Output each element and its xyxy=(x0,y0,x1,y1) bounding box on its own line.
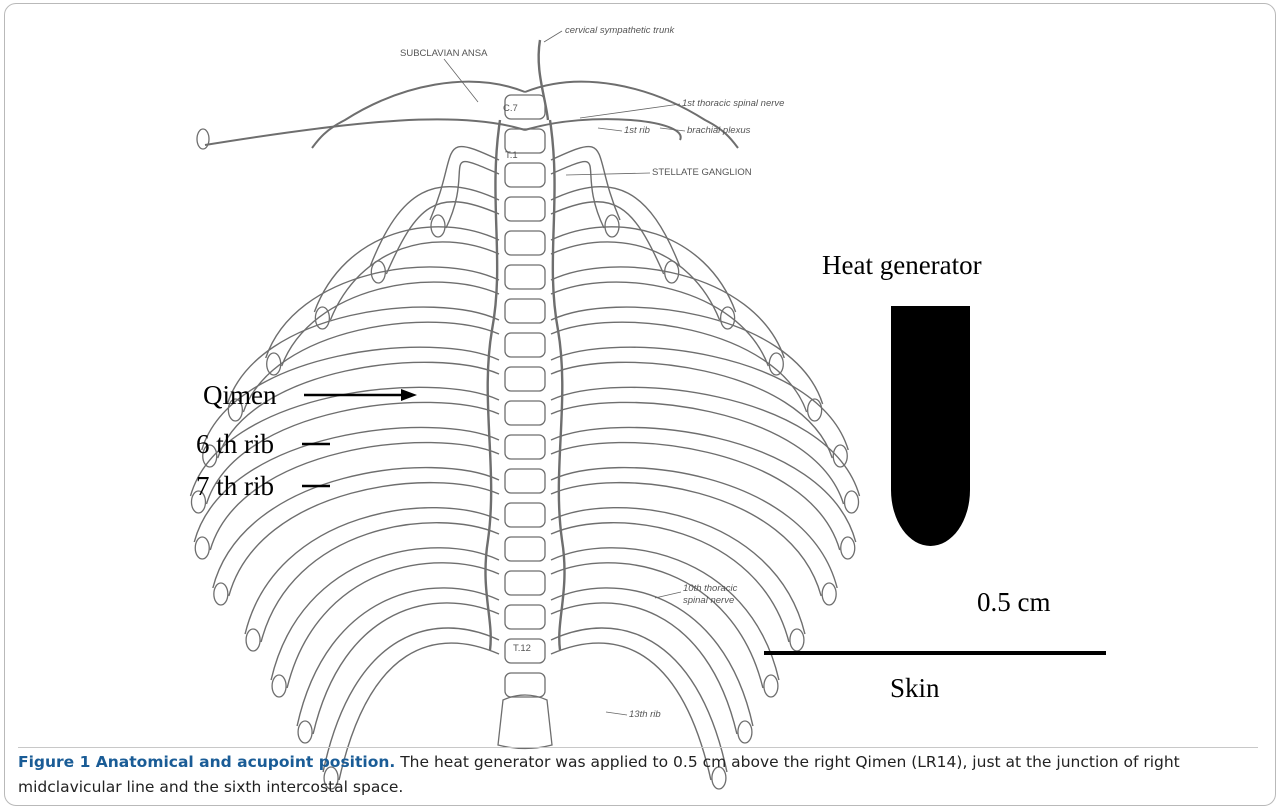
leader-thirteenth-rib xyxy=(606,712,627,715)
rib-end xyxy=(738,721,752,743)
ribcage-drawing xyxy=(190,40,859,789)
rib-end xyxy=(841,537,855,559)
first-rib-left xyxy=(205,119,525,145)
label-tenth-nerve-1: 10th thoracic xyxy=(683,583,738,594)
rib-right xyxy=(551,548,779,680)
vertebra xyxy=(505,333,545,357)
rib-left xyxy=(245,508,499,634)
leader-cervical-trunk xyxy=(544,31,562,42)
vertebra xyxy=(505,265,545,289)
rib-right-edge xyxy=(551,563,763,688)
leader-tenth-nerve xyxy=(655,592,681,598)
rib-end xyxy=(845,491,859,513)
label-first-thoracic-nerve: 1st thoracic spinal nerve xyxy=(682,98,784,109)
leader-first-rib xyxy=(598,128,622,131)
lumbar-vertebra xyxy=(498,695,552,749)
rib-end xyxy=(822,583,836,605)
vertebra xyxy=(505,197,545,221)
heat-generator-diagram: Heat generator 0.5 cm Skin xyxy=(764,250,1106,703)
vertebra xyxy=(505,299,545,323)
rib-end xyxy=(769,353,783,375)
rib-left-edge xyxy=(243,322,499,412)
heat-generator-label: Heat generator xyxy=(822,250,982,280)
rib-end xyxy=(246,629,260,651)
rib-right xyxy=(551,468,837,588)
label-t1: T.1 xyxy=(505,150,518,161)
label-sixth-rib: 6 th rib xyxy=(196,429,274,459)
label-subclavian-ansa: SUBCLAVIAN ANSA xyxy=(400,48,488,59)
rib-end xyxy=(267,353,281,375)
rib-end xyxy=(833,445,847,467)
figure-caption: Figure 1 Anatomical and acupoint positio… xyxy=(18,747,1258,800)
label-cervical-trunk: cervical sympathetic trunk xyxy=(565,25,676,36)
rib-left xyxy=(430,147,499,221)
skin-label: Skin xyxy=(890,673,940,703)
rib-right xyxy=(551,588,753,726)
qimen-arrowhead xyxy=(401,389,417,401)
vertebra xyxy=(505,503,545,527)
caption-title: Figure 1 Anatomical and acupoint positio… xyxy=(18,753,395,771)
label-thirteenth-rib: 13th rib xyxy=(629,709,661,720)
label-c7: C.7 xyxy=(503,103,518,114)
rib-end xyxy=(605,215,619,237)
rib-end xyxy=(764,675,778,697)
label-seventh-rib: 7 th rib xyxy=(196,471,274,501)
vertebra xyxy=(505,605,545,629)
rib-left xyxy=(314,227,499,312)
vertebra xyxy=(505,367,545,391)
rib-end xyxy=(195,537,209,559)
rib-end xyxy=(790,629,804,651)
distance-label: 0.5 cm xyxy=(977,587,1051,617)
acupoint-annotations: Qimen 6 th rib 7 th rib xyxy=(196,380,417,501)
clavicle-right xyxy=(525,82,738,148)
heat-generator-probe xyxy=(891,306,970,546)
label-qimen: Qimen xyxy=(203,380,277,410)
rib-end xyxy=(298,721,312,743)
vertebra xyxy=(505,231,545,255)
rib-left-edge xyxy=(287,563,499,688)
rib-right-edge xyxy=(551,322,807,412)
rib-right xyxy=(551,427,856,542)
vertebra xyxy=(505,537,545,561)
label-brachial-plexus: brachial plexus xyxy=(687,125,751,136)
label-t12: T.12 xyxy=(513,643,531,654)
vertebra xyxy=(505,163,545,187)
rib-left-edge xyxy=(446,162,499,228)
vertebra xyxy=(505,673,545,697)
rib-right xyxy=(551,227,736,312)
rib-end xyxy=(272,675,286,697)
leader-first-thoracic-nerve xyxy=(580,104,680,118)
leader-stellate-ganglion xyxy=(566,173,650,175)
clavicle-left xyxy=(312,82,525,148)
rib-end xyxy=(431,215,445,237)
rib-end xyxy=(214,583,228,605)
rib-right xyxy=(551,508,805,634)
rib-right-edge xyxy=(551,202,664,274)
rib-right-edge xyxy=(551,483,821,596)
cervical-trunk xyxy=(539,40,548,120)
rib-left xyxy=(271,548,499,680)
label-tenth-nerve-2: spinal nerve xyxy=(683,595,734,606)
vertebra xyxy=(505,469,545,493)
label-first-rib: 1st rib xyxy=(624,125,650,136)
rib-end xyxy=(197,129,209,149)
vertebra xyxy=(505,571,545,595)
rib-right-edge xyxy=(551,402,844,504)
vertebra xyxy=(505,435,545,459)
first-rib-right xyxy=(525,119,681,140)
rib-right-edge xyxy=(551,162,604,228)
vertebra xyxy=(505,401,545,425)
rib-left-edge xyxy=(386,202,499,274)
rib-left xyxy=(297,588,499,726)
rib-right-edge xyxy=(551,443,840,550)
label-stellate-ganglion: STELLATE GANGLION xyxy=(652,167,752,178)
rib-right xyxy=(551,147,620,221)
leader-subclavian-ansa xyxy=(444,59,478,102)
